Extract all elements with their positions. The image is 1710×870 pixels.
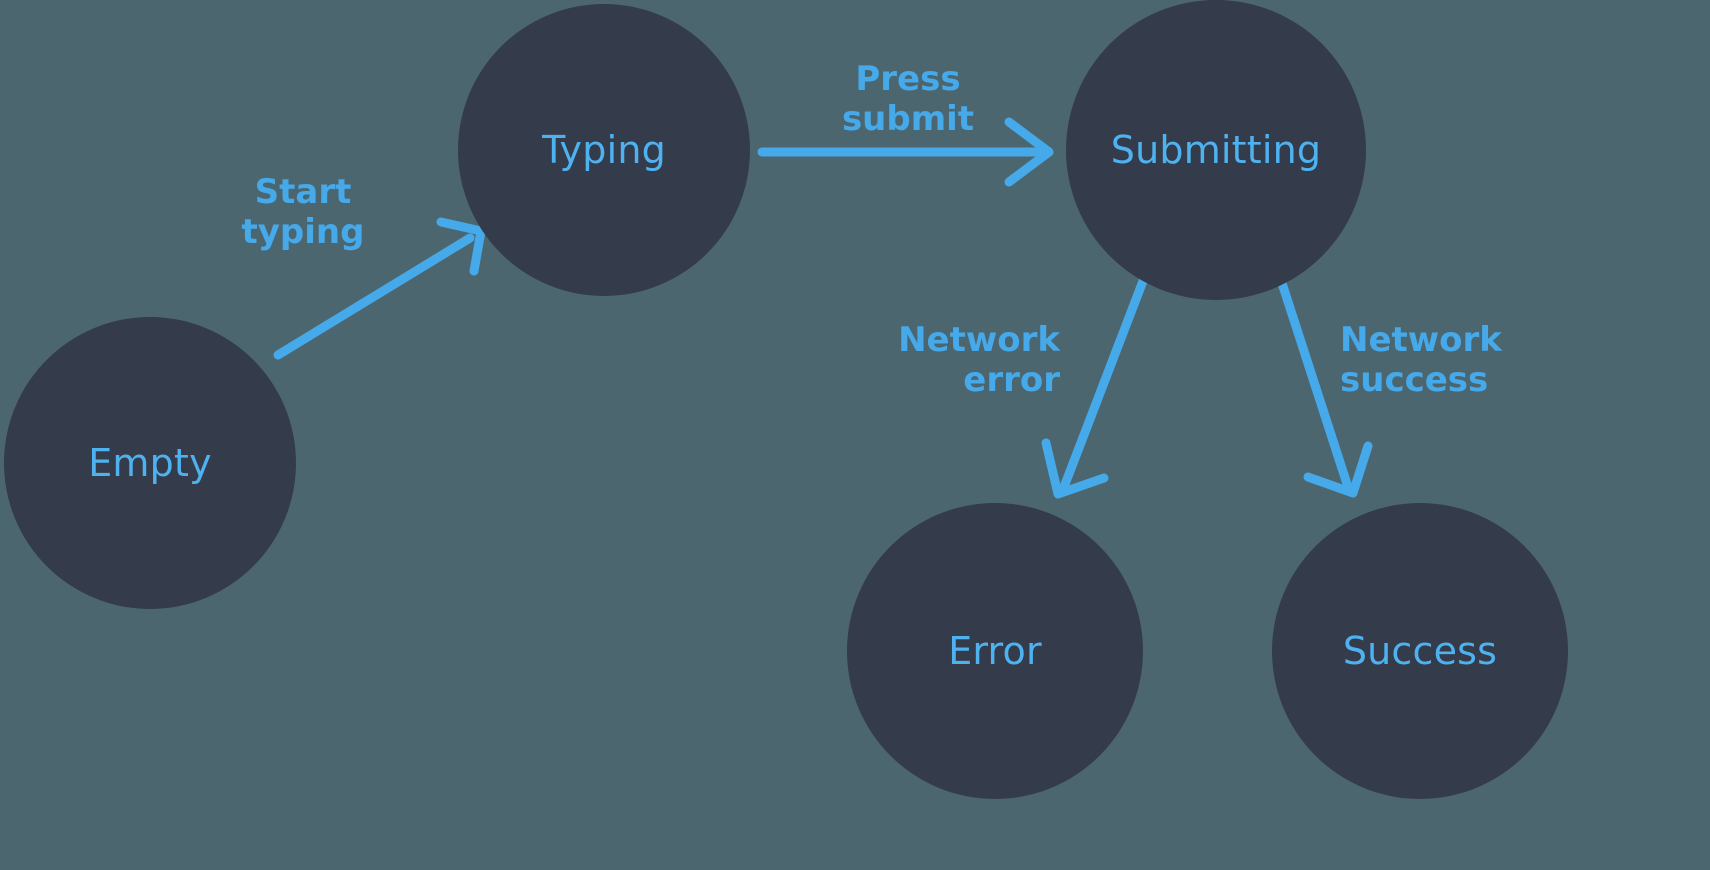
- edge-network-success-arrowhead: [1303, 441, 1373, 498]
- edge-label-start-typing: Start typing: [241, 172, 365, 253]
- edge-network-error: [1041, 276, 1148, 499]
- edge-network-success-line: [1275, 272, 1353, 492]
- edge-label-network-error: Network error: [898, 320, 1060, 401]
- state-node-success-label: Success: [1342, 629, 1498, 673]
- state-node-empty-label: Empty: [88, 441, 212, 485]
- edge-network-error-line: [1059, 276, 1148, 492]
- state-node-error[interactable]: Error: [847, 503, 1143, 799]
- edge-label-network-success: Network success: [1340, 320, 1502, 401]
- state-node-submitting-label: Submitting: [1110, 128, 1322, 172]
- edge-network-success: [1275, 272, 1373, 498]
- state-node-typing-label: Typing: [542, 128, 666, 172]
- state-node-success[interactable]: Success: [1272, 503, 1568, 799]
- state-node-empty[interactable]: Empty: [4, 317, 296, 609]
- edge-label-press-submit: Press submit: [841, 59, 975, 140]
- edge-start-typing-line: [273, 233, 475, 360]
- state-node-error-label: Error: [948, 629, 1042, 673]
- edge-network-error-arrowhead: [1041, 438, 1109, 499]
- state-node-submitting[interactable]: Submitting: [1066, 0, 1366, 300]
- edge-press-submit: [757, 117, 1054, 187]
- state-node-typing[interactable]: Typing: [458, 4, 750, 296]
- edge-start-typing-arrowhead: [436, 217, 486, 276]
- edge-start-typing: [273, 217, 486, 360]
- edge-press-submit-arrowhead: [1004, 117, 1054, 187]
